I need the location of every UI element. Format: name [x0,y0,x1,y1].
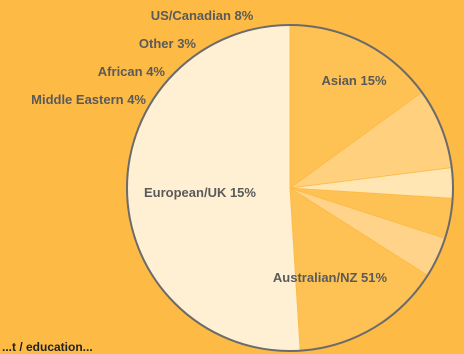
slice-label-6: Asian 15% [321,73,386,88]
slice-label-1: European/UK 15% [144,185,256,200]
cut-off-caption: ...t / education... [2,340,93,354]
slice-label-4: Other 3% [139,36,197,51]
pie-outline [126,24,454,352]
slice-label-5: US/Canadian 8% [151,8,254,23]
slice-label-3: African 4% [98,64,166,79]
slice-label-2: Middle Eastern 4% [31,92,146,107]
slice-label-0: Australian/NZ 51% [273,270,388,285]
